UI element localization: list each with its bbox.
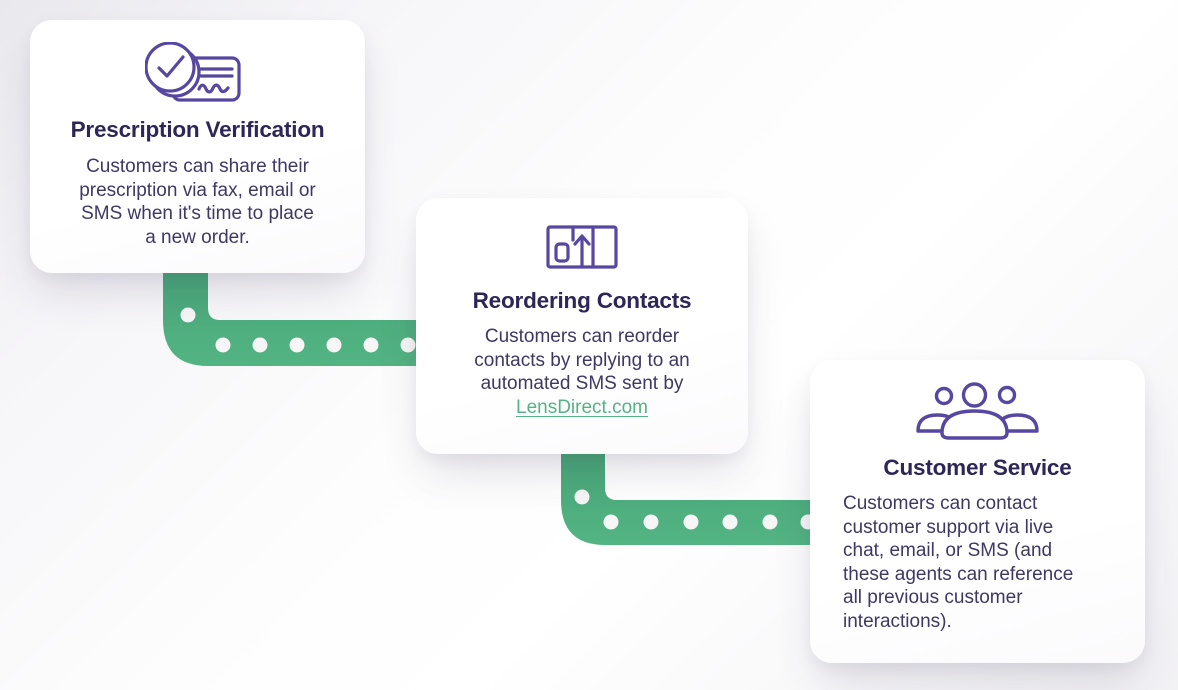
connector-track — [163, 250, 425, 366]
people-group-icon — [916, 382, 1039, 440]
card-title: Prescription Verification — [70, 117, 325, 142]
shipping-box-icon — [546, 225, 618, 269]
card-prescription-verification: Prescription Verification Customers can … — [30, 20, 365, 273]
card-body: Customers can share their prescription v… — [79, 156, 316, 248]
card-reordering-contacts: Reordering Contacts Customers can reorde… — [416, 198, 748, 454]
connector-track — [561, 430, 817, 545]
card-title: Customer Service — [883, 455, 1072, 480]
card-body: Customers can contact customer support v… — [843, 493, 1074, 632]
card-body: Customers can reorder contacts by replyi… — [474, 326, 690, 394]
track-dots — [180, 307, 416, 353]
card-title: Reordering Contacts — [472, 288, 692, 313]
connector-path-1 — [163, 250, 425, 366]
card-customer-service: Customer Service Customers can contact c… — [810, 360, 1145, 663]
lensdirect-link[interactable]: LensDirect.com — [516, 396, 648, 418]
prescription-check-icon — [144, 42, 241, 102]
